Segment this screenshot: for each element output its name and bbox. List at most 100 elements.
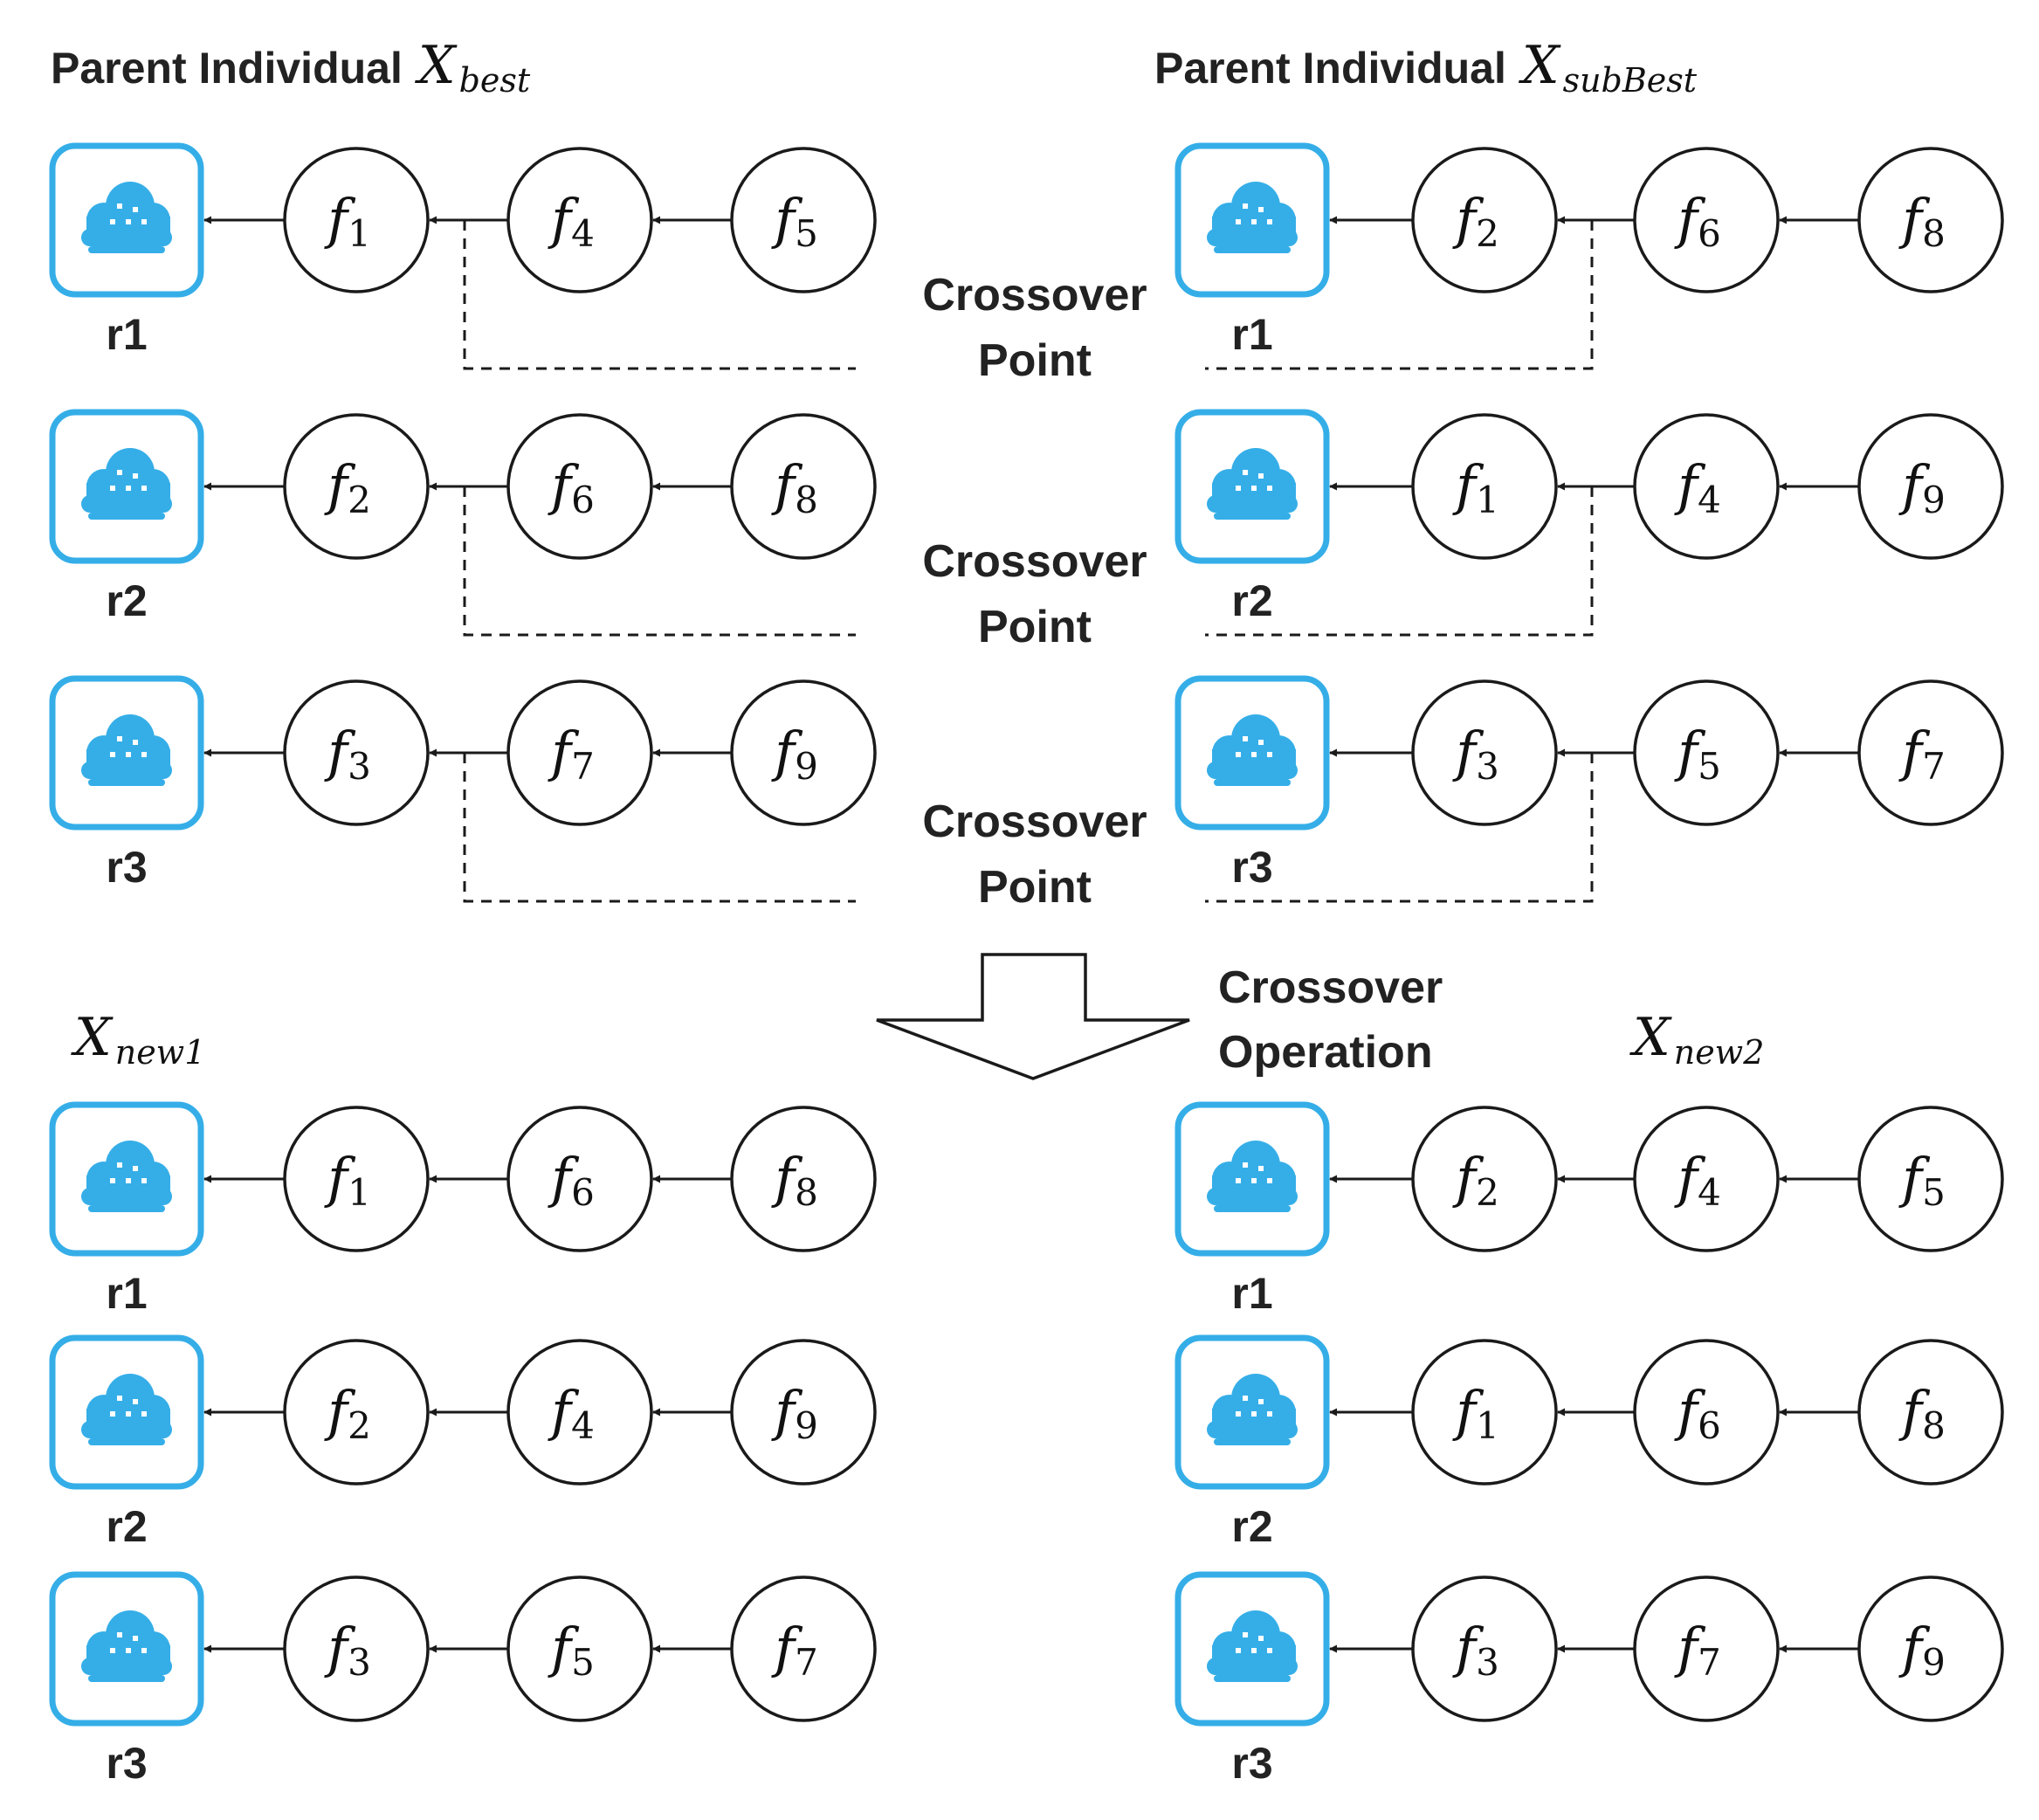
function-node: f9 [1857, 1575, 2004, 1722]
cloud-server-icon [81, 448, 172, 520]
function-node: f2 [1411, 1106, 1558, 1252]
cloud-server-icon [1207, 1141, 1298, 1212]
cloud-server-icon [1207, 1374, 1298, 1445]
function-node: f1 [1411, 1339, 1558, 1486]
chain-row-r3: r3 f3 f5 f7 [49, 1571, 877, 1788]
title-subbest: Parent Individual X subBest [1154, 35, 1698, 100]
function-node: f1 [283, 1106, 430, 1252]
function-node: f7 [730, 1575, 877, 1722]
chain-row-r1: r1 f1 f6 f8 [49, 1101, 877, 1318]
cloud-server-icon [1207, 714, 1298, 786]
function-node: f1 [283, 147, 430, 293]
chain-row-r3: r3 f3 f7 f9 [49, 675, 877, 903]
chain-row-r1: r1 f2 f4 f5 [1174, 1101, 2004, 1318]
function-node-label: f9 [771, 1379, 818, 1447]
chains-layer: r1 f1 f4 f5 r2 f2 f6 f8 r3 f3 f7 f9 r1 f2 f6 f8 r2 f1 f4 f9… [49, 142, 2004, 1788]
crossover-operation-arrow [876, 953, 1190, 1080]
panel-subbest: r1 f2 f6 f8 r2 f1 f4 f9 r3 f3 f5 f7 [1174, 142, 2004, 903]
resource-label: r3 [106, 843, 147, 892]
function-node: f2 [283, 413, 430, 560]
resource-label: r2 [1231, 576, 1272, 625]
function-node: f1 [1411, 413, 1558, 560]
function-node: f5 [730, 147, 877, 293]
cloud-server-icon [81, 1141, 172, 1212]
function-node: f7 [1633, 1575, 1780, 1722]
chain-row-r3: r3 f3 f7 f9 [1174, 1571, 2004, 1788]
crossover-operation-label: Crossover Operation [1218, 962, 1443, 1078]
function-node-label: f9 [1898, 1616, 1946, 1684]
function-node: f9 [730, 1339, 877, 1486]
function-node: f3 [1411, 679, 1558, 826]
function-node-label: f2 [1452, 187, 1499, 255]
function-node-label: f7 [548, 720, 595, 788]
resource-label: r1 [106, 310, 147, 359]
function-node-label: f1 [324, 1146, 371, 1214]
cloud-server-icon [1207, 182, 1298, 253]
cloud-server-icon [1207, 1610, 1298, 1682]
crossover-point-line [1205, 220, 1594, 370]
function-node: f4 [1633, 1106, 1780, 1252]
resource-label: r2 [106, 576, 147, 625]
crossover-point-label-3: Crossover Point [922, 796, 1147, 913]
function-node: f8 [730, 1106, 877, 1252]
crossover-point-line [463, 220, 856, 370]
cloud-server-icon [81, 1374, 172, 1445]
svg-text:Crossover: Crossover [922, 536, 1147, 587]
resource-label: r1 [1231, 310, 1272, 359]
function-node: f4 [506, 147, 653, 293]
function-node-label: f5 [1898, 1146, 1946, 1214]
function-node: f7 [506, 679, 653, 826]
function-node: f6 [1633, 147, 1780, 293]
function-node-label: f1 [1452, 453, 1499, 521]
function-node: f4 [1633, 413, 1780, 560]
function-node: f5 [1633, 679, 1780, 826]
svg-text:Point: Point [978, 602, 1092, 652]
crossover-point-label-2: Crossover Point [922, 536, 1147, 652]
function-node: f9 [1857, 413, 2004, 560]
function-node: f5 [1857, 1106, 2004, 1252]
resource-label: r1 [106, 1269, 147, 1318]
title-best: Parent Individual X best [51, 35, 531, 100]
resource-label: r3 [1231, 843, 1272, 892]
function-node-label: f2 [324, 1379, 371, 1447]
crossover-point-line [1205, 486, 1594, 637]
chain-row-r1: r1 f1 f4 f5 [49, 142, 877, 370]
function-node: f5 [506, 1575, 653, 1722]
crossover-point-line [463, 753, 856, 903]
function-node-label: f1 [324, 187, 371, 255]
resource-label: r3 [106, 1739, 147, 1788]
function-node: f7 [1857, 679, 2004, 826]
function-node: f8 [1857, 147, 2004, 293]
function-node: f2 [283, 1339, 430, 1486]
function-node-label: f7 [1674, 1616, 1721, 1684]
function-node: f3 [283, 679, 430, 826]
function-node-label: f2 [324, 453, 371, 521]
function-node-label: f3 [324, 720, 371, 788]
function-node: f3 [283, 1575, 430, 1722]
function-node: f3 [1411, 1575, 1558, 1722]
resource-label: r3 [1231, 1739, 1272, 1788]
svg-text:Point: Point [978, 335, 1092, 386]
title-new2: X new2 [1629, 1007, 1764, 1072]
cloud-server-icon [81, 1610, 172, 1682]
svg-text:Operation: Operation [1218, 1027, 1433, 1078]
chain-row-r2: r2 f1 f4 f9 [1174, 409, 2004, 637]
crossover-point-line [1205, 753, 1594, 903]
svg-text:Crossover: Crossover [922, 270, 1147, 321]
svg-text:Point: Point [978, 862, 1092, 913]
resource-label: r1 [1231, 1269, 1272, 1318]
function-node: f6 [506, 1106, 653, 1252]
svg-text:Crossover: Crossover [922, 796, 1147, 847]
function-node: f6 [506, 413, 653, 560]
chain-row-r3: r3 f3 f5 f7 [1174, 675, 2004, 903]
function-node: f2 [1411, 147, 1558, 293]
cloud-server-icon [81, 714, 172, 786]
crossover-point-label-1: Crossover Point [922, 270, 1147, 386]
function-node: f9 [730, 679, 877, 826]
